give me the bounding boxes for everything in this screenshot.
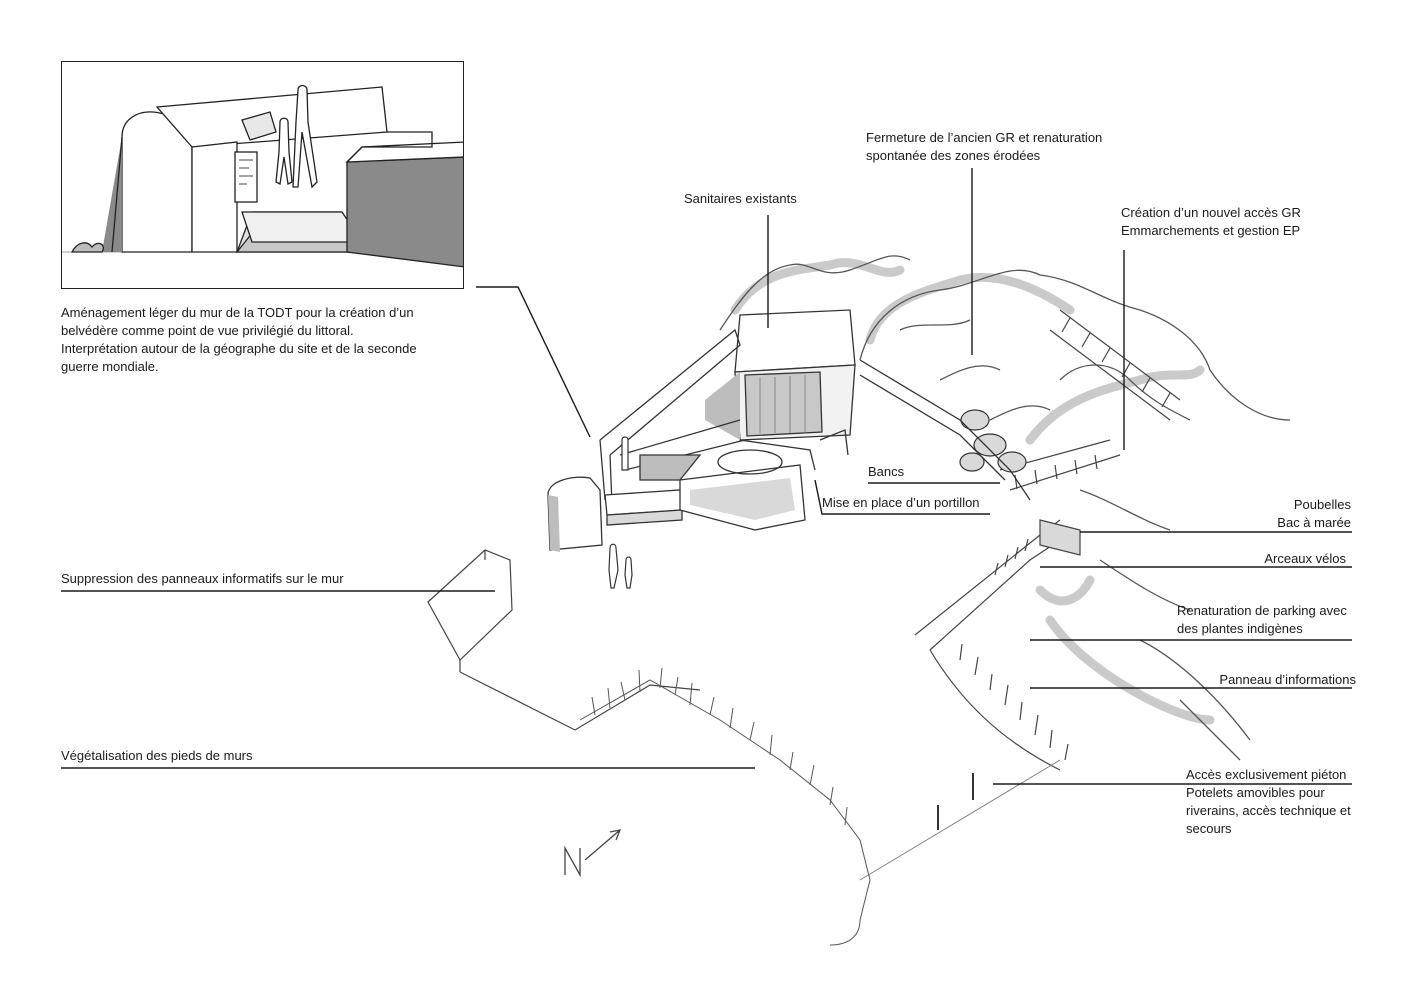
label-line: riverains, accès technique et: [1186, 803, 1351, 818]
label-line: Création d’un nouvel accès GR: [1121, 205, 1301, 220]
caption-line: guerre mondiale.: [61, 359, 159, 374]
label-renaturation: Renaturation de parking avec des plantes…: [1177, 602, 1347, 638]
label-sanitaires: Sanitaires existants: [684, 190, 797, 208]
planted-wall-base: [579, 667, 871, 946]
label-arceaux: Arceaux vélos: [1264, 550, 1346, 568]
caption-line: Aménagement léger du mur de la TODT pour…: [61, 305, 414, 320]
label-line: Emmarchements et gestion EP: [1121, 223, 1301, 238]
label-line: Accès exclusivement piéton: [1186, 767, 1347, 782]
hedge-outlines: [719, 255, 1291, 761]
gr-stairs: [999, 309, 1181, 491]
label-line: spontanée des zones érodées: [866, 148, 1041, 163]
wall-with-panels: [427, 549, 701, 731]
label-line: des plantes indigènes: [1177, 621, 1303, 636]
label-portillon: Mise en place d’un portillon: [822, 494, 980, 512]
label-line: Bac à marée: [1277, 515, 1351, 530]
people-figures: [608, 436, 633, 589]
north-arrow-icon: [564, 829, 622, 878]
label-line: Renaturation de parking avec: [1177, 603, 1347, 618]
label-line: Mise en place d’un portillon: [822, 495, 980, 510]
label-suppression: Suppression des panneaux informatifs sur…: [61, 570, 344, 588]
caption-line: Interprétation autour de la géographe du…: [61, 341, 417, 356]
inset-caption: Aménagement léger du mur de la TODT pour…: [61, 304, 417, 376]
label-line: Fermeture de l’ancien GR et renaturation: [866, 130, 1103, 145]
label-line: Panneau d’informations: [1219, 672, 1356, 687]
label-line: Bancs: [868, 464, 905, 479]
parking-strip: [914, 519, 1081, 771]
caption-line: belvédère comme point de vue privilégié …: [61, 323, 354, 338]
sanitaires-building: [705, 309, 856, 441]
leader-lines: [61, 168, 1352, 785]
label-line: Sanitaires existants: [684, 191, 797, 206]
bollards: [859, 759, 1061, 881]
label-poubelles: Poubelles Bac à marée: [1277, 496, 1351, 532]
label-bancs: Bancs: [868, 463, 904, 481]
belvedere-structure: [547, 449, 806, 552]
label-panneau: Panneau d’informations: [1219, 671, 1356, 689]
label-acces-pieton: Accès exclusivement piéton Potelets amov…: [1186, 766, 1351, 838]
label-fermeture-gr: Fermeture de l’ancien GR et renaturation…: [866, 129, 1102, 165]
vegetation-shading: [730, 258, 1215, 725]
label-line: Arceaux vélos: [1264, 551, 1346, 566]
label-line: Végétalisation des pieds de murs: [61, 748, 253, 763]
label-line: Poubelles: [1293, 497, 1351, 512]
label-line: Potelets amovibles pour: [1186, 785, 1325, 800]
inset-sketch: [62, 84, 463, 268]
belvedere-inset-drawing: [61, 61, 464, 289]
label-line: Suppression des panneaux informatifs sur…: [61, 571, 344, 586]
label-creation-gr: Création d’un nouvel accès GR Emmarcheme…: [1121, 204, 1301, 240]
boulders: [959, 409, 1027, 473]
label-line: secours: [1186, 821, 1232, 836]
label-vegetalisation: Végétalisation des pieds de murs: [61, 747, 253, 765]
